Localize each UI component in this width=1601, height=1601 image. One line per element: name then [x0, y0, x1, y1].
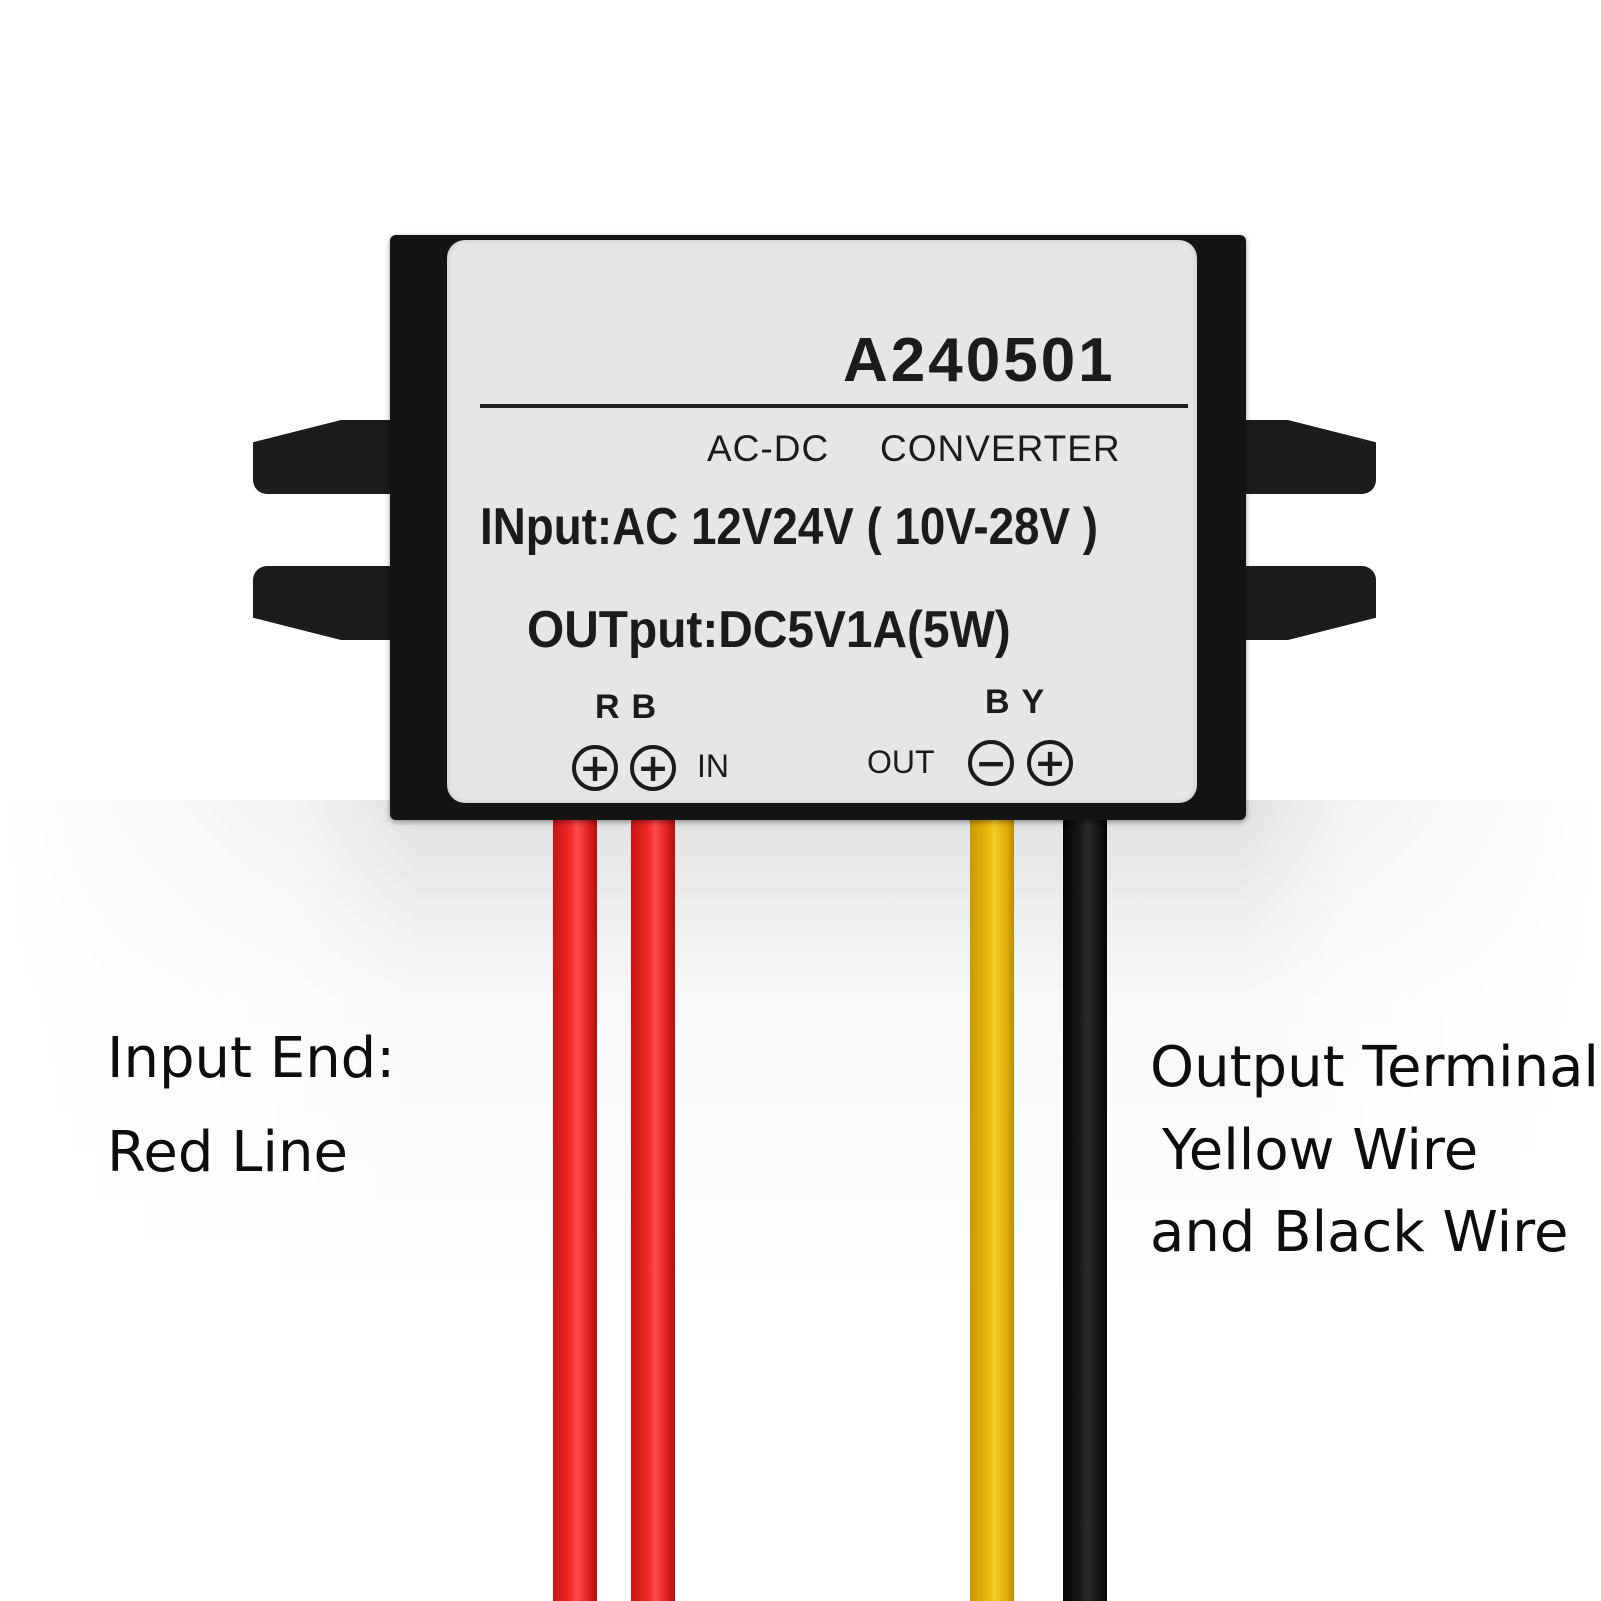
plus-circle-icon: +	[630, 745, 676, 791]
red-wire-1	[553, 820, 597, 1601]
black-wire	[1063, 820, 1107, 1601]
backdrop-fade-left	[0, 780, 420, 1300]
mounting-tab-left-top	[253, 420, 413, 494]
yellow-wire	[970, 820, 1014, 1601]
red-wire-2	[631, 820, 675, 1601]
output-caption-detail-2: and Black Wire	[1150, 1200, 1569, 1265]
plus-circle-icon: +	[1027, 740, 1073, 786]
output-caption-title: Output Terminal:	[1150, 1035, 1601, 1100]
input-caption-detail: Red Line	[107, 1120, 348, 1185]
plus-circle-icon: +	[572, 745, 618, 791]
input-label: IN	[697, 748, 729, 784]
output-spec: OUTput:DC5V1A(5W)	[527, 601, 1011, 659]
backdrop-fade-right	[1241, 780, 1601, 1300]
converter-type-left: AC-DC	[707, 428, 830, 469]
output-pin-letters: BY	[985, 683, 1057, 721]
output-caption-detail-1: Yellow Wire	[1162, 1118, 1479, 1183]
output-label: OUT	[867, 744, 935, 780]
converter-type-right: CONVERTER	[880, 428, 1121, 469]
label-divider	[480, 404, 1188, 408]
input-spec: INput:AC 12V24V ( 10V-28V )	[480, 498, 1098, 556]
label-plate	[447, 240, 1197, 803]
mounting-tab-left-bottom	[253, 566, 413, 640]
model-number: A240501	[843, 326, 1116, 395]
input-pin-letters: RB	[595, 688, 669, 726]
input-caption-title: Input End:	[107, 1026, 396, 1091]
minus-circle-icon: −	[968, 740, 1014, 786]
